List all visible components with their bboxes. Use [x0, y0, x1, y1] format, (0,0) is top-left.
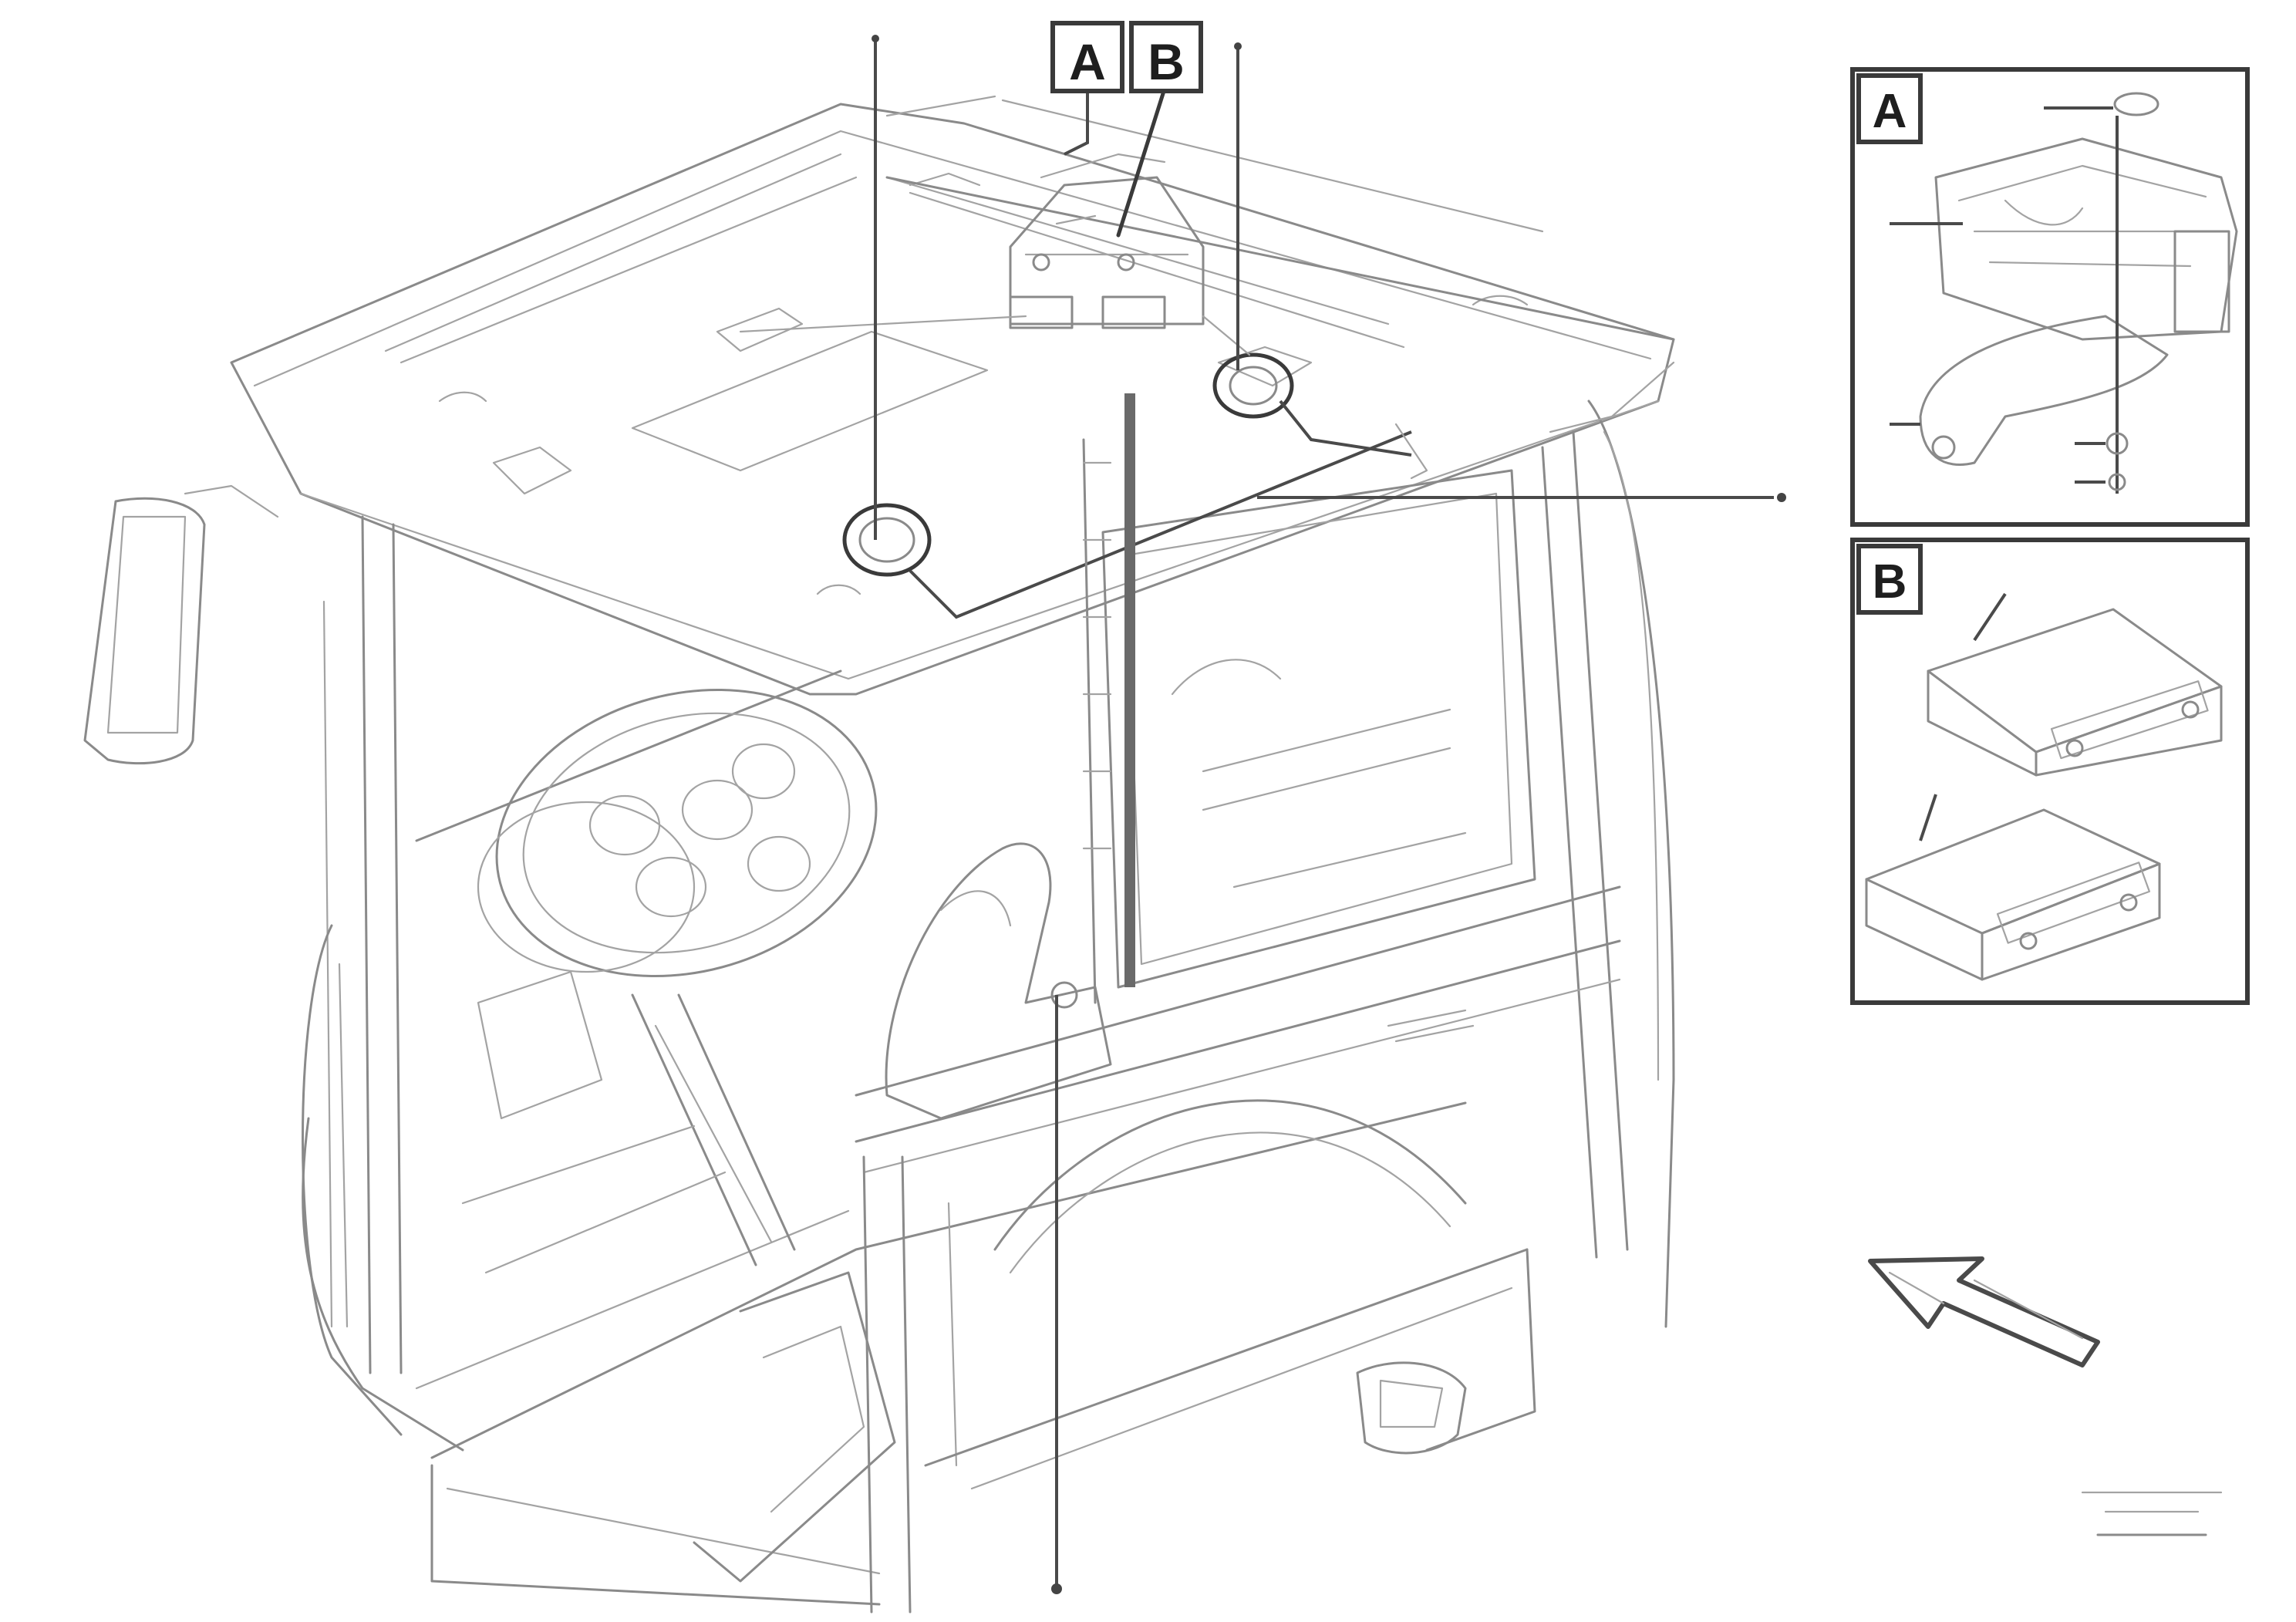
radio-housing — [1009, 176, 1205, 325]
callout-b: B — [1129, 21, 1203, 93]
inset-b-label: B — [1873, 555, 1907, 609]
callout-b-label: B — [1148, 33, 1185, 90]
drawing-reference-block — [2081, 1491, 2223, 1536]
left-speaker — [842, 503, 932, 577]
cab-illustration — [83, 95, 1675, 1614]
right-speaker — [1212, 352, 1294, 419]
rear-step — [1356, 1361, 1467, 1455]
roof-parts — [739, 153, 1428, 1009]
callout-a-label: A — [1069, 33, 1106, 90]
view-direction-arrow-icon — [1868, 1256, 2100, 1367]
inset-a-label: A — [1873, 85, 1907, 138]
steering-wheel — [477, 688, 878, 978]
radio-unit — [1927, 592, 2223, 777]
bracket-cover — [1919, 315, 2169, 466]
inset-b: B — [1850, 538, 2250, 1005]
roof-outline — [230, 103, 1675, 696]
inset-a: A — [1850, 67, 2250, 527]
operator-seat — [885, 842, 1112, 1120]
right-window-frame — [1101, 469, 1536, 989]
rear-fender — [993, 1099, 1467, 1251]
callout-a: A — [1050, 21, 1124, 93]
leader-lines — [872, 35, 1786, 1594]
left-mirror — [83, 497, 206, 765]
player-unit — [1865, 794, 2161, 981]
